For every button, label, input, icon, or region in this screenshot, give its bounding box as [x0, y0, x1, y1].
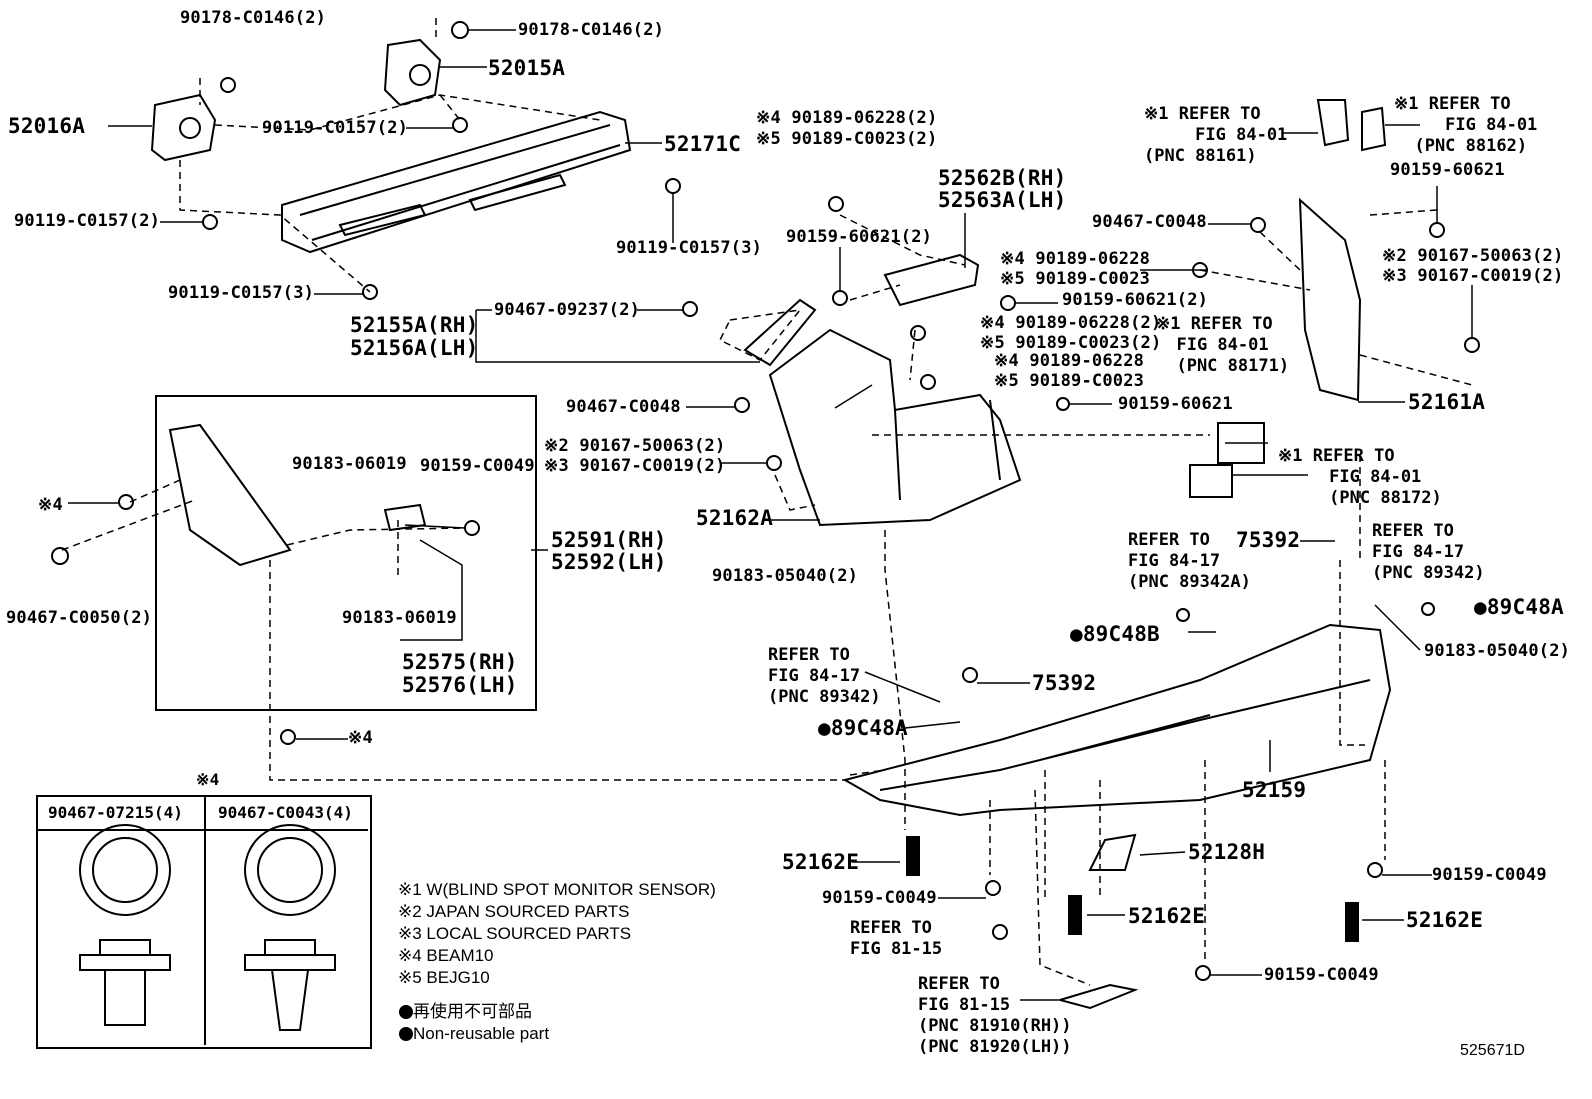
- clip-drawings: [79, 824, 336, 1031]
- part-90189-c2[interactable]: ※5 90189-C0023(2): [980, 333, 1162, 353]
- sensor-88162: [1361, 106, 1387, 152]
- legend-note-4: ※4 BEAM10: [398, 946, 494, 965]
- part-52155A[interactable]: 52155A(RH): [350, 313, 479, 337]
- part-90159-C0049-c[interactable]: 90159-C0049: [1432, 865, 1547, 885]
- part-52162A[interactable]: 52162A: [696, 506, 774, 530]
- part-52156A[interactable]: 52156A(LH): [350, 336, 479, 360]
- ref-fig-81-15-a[interactable]: REFER TO FIG 81-15: [850, 918, 943, 959]
- part-90159-60621-d[interactable]: 90159-60621: [1390, 160, 1505, 180]
- legend-note-7: ● Non-reusable part: [398, 1024, 550, 1043]
- table-col1-header: 90467-07215(4): [48, 803, 183, 822]
- fastener-table-divider: [204, 795, 206, 1045]
- part-52162E-b[interactable]: 52162E: [1128, 904, 1206, 928]
- legend-note-3: ※3 LOCAL SOURCED PARTS: [398, 924, 632, 943]
- part-90189-b2[interactable]: ※5 90189-C0023: [1000, 269, 1151, 289]
- part-90467-C0048-a[interactable]: 90467-C0048: [566, 397, 681, 417]
- part-90183-05040-a[interactable]: 90183-05040(2): [712, 566, 859, 586]
- part-89C48B[interactable]: ●89C48B: [1070, 622, 1160, 646]
- legend-note-5: ※5 BEJG10: [398, 968, 490, 987]
- table-mark: ※4: [196, 770, 220, 789]
- part-90167-b2[interactable]: ※3 90167-C0019(2): [1382, 266, 1564, 286]
- part-90119-a[interactable]: 90119-C0157(2): [262, 118, 409, 138]
- clip-52575: [383, 503, 427, 532]
- cover-52162A: [768, 328, 1022, 527]
- ref-pnc-88161[interactable]: ※1 REFER TO FIG 84-01 (PNC 88161): [1144, 104, 1288, 166]
- part-90167-a2[interactable]: ※3 90167-C0019(2): [544, 456, 726, 476]
- bumper-cover-52159: [842, 623, 1392, 817]
- part-90467-C0048-b[interactable]: 90467-C0048: [1092, 212, 1207, 232]
- ref-pnc-88171[interactable]: ※1 REFER TO FIG 84-01 (PNC 88171): [1156, 314, 1290, 376]
- part-52591[interactable]: 52591(RH): [551, 528, 667, 552]
- part-90159-C0049-d[interactable]: 90159-C0049: [1264, 965, 1379, 985]
- legend-note-1: ※1 W(BLIND SPOT MONITOR SENSOR): [398, 880, 716, 899]
- ref-fig-81-15-b[interactable]: REFER TO FIG 81-15 (PNC 81910(RH)) (PNC …: [918, 974, 1072, 1057]
- part-90119-d[interactable]: 90119-C0157(3): [168, 283, 315, 303]
- part-52563A[interactable]: 52563A(LH): [938, 188, 1067, 212]
- mark-x4-b: ※4: [348, 728, 373, 748]
- part-90183-06019-b[interactable]: 90183-06019: [342, 608, 457, 628]
- part-52576[interactable]: 52576(LH): [402, 673, 518, 697]
- legend-note-6: ● 再使用不可部品: [398, 1002, 532, 1021]
- part-90189-a2[interactable]: ※5 90189-C0023(2): [756, 129, 938, 149]
- reflector-81910: [1056, 983, 1139, 1010]
- bracket-52591: [168, 423, 292, 567]
- part-52575[interactable]: 52575(RH): [402, 650, 518, 674]
- ref-pnc-88162[interactable]: ※1 REFER TO FIG 84-01 (PNC 88162): [1394, 94, 1538, 156]
- part-52171C[interactable]: 52171C: [664, 132, 742, 156]
- part-52562B[interactable]: 52562B(RH): [938, 166, 1067, 190]
- sensor-88161: [1316, 99, 1350, 147]
- part-75392-b[interactable]: 75392: [1032, 671, 1097, 695]
- part-90167-a1[interactable]: ※2 90167-50063(2): [544, 436, 726, 456]
- sensor-88172: [1189, 464, 1233, 498]
- part-90159-C0049-a[interactable]: 90159-C0049: [420, 456, 535, 476]
- part-90178-mid[interactable]: 90178-C0146(2): [518, 20, 665, 40]
- part-90183-05040-b[interactable]: 90183-05040(2): [1424, 641, 1571, 661]
- part-52128H[interactable]: 52128H: [1188, 840, 1266, 864]
- part-52159[interactable]: 52159: [1242, 778, 1307, 802]
- inset-box-52591: [155, 395, 537, 711]
- part-90467-C0050[interactable]: 90467-C0050(2): [6, 608, 153, 628]
- part-52592[interactable]: 52592(LH): [551, 550, 667, 574]
- part-75392-a[interactable]: 75392: [1236, 528, 1301, 552]
- part-90159-C0049-b[interactable]: 90159-C0049: [822, 888, 937, 908]
- bumper-reinforcement: [281, 110, 632, 254]
- part-90119-b[interactable]: 90119-C0157(2): [14, 211, 161, 231]
- part-90178-top[interactable]: 90178-C0146(2): [180, 8, 327, 28]
- part-90467-09237[interactable]: 90467-09237(2): [494, 300, 641, 320]
- extension-52161A: [1298, 197, 1362, 402]
- ref-pnc-88172[interactable]: ※1 REFER TO FIG 84-01 (PNC 88172): [1278, 446, 1442, 508]
- mark-x4-a: ※4: [38, 495, 63, 515]
- part-90189-a1[interactable]: ※4 90189-06228(2): [756, 108, 938, 128]
- part-52016A[interactable]: 52016A: [8, 114, 86, 138]
- part-90119-c[interactable]: 90119-C0157(3): [616, 238, 763, 258]
- bracket-52016A: [150, 93, 217, 162]
- part-90159-60621-a[interactable]: 90159-60621(2): [786, 227, 933, 247]
- ref-pnc-89342A[interactable]: REFER TO FIG 84-17 (PNC 89342A): [1128, 530, 1251, 592]
- part-52162E-c[interactable]: 52162E: [1406, 908, 1484, 932]
- fastener-table-header-rule: [36, 829, 368, 831]
- part-89C48A-b[interactable]: ●89C48A: [1474, 595, 1564, 619]
- bracket-52562B: [883, 253, 980, 307]
- retainer-52155A: [743, 298, 817, 367]
- ref-pnc-89342-a[interactable]: REFER TO FIG 84-17 (PNC 89342): [1372, 521, 1485, 583]
- legend-note-2: ※2 JAPAN SOURCED PARTS: [398, 902, 630, 921]
- part-89C48A-a[interactable]: ●89C48A: [818, 716, 908, 740]
- part-90159-60621-b[interactable]: 90159-60621(2): [1062, 290, 1209, 310]
- ref-pnc-89342-b[interactable]: REFER TO FIG 84-17 (PNC 89342): [768, 645, 881, 707]
- cover-52128H: [1088, 833, 1137, 871]
- part-52015A[interactable]: 52015A: [488, 56, 566, 80]
- table-col2-header: 90467-C0043(4): [218, 803, 353, 822]
- part-90189-b1[interactable]: ※4 90189-06228: [1000, 249, 1151, 269]
- part-90167-b1[interactable]: ※2 90167-50063(2): [1382, 246, 1564, 266]
- part-52161A[interactable]: 52161A: [1408, 390, 1486, 414]
- part-90159-60621-c[interactable]: 90159-60621: [1118, 394, 1233, 414]
- part-90189-c1[interactable]: ※4 90189-06228(2): [980, 313, 1162, 333]
- part-52162E-a[interactable]: 52162E: [782, 850, 860, 874]
- part-90189-d2[interactable]: ※5 90189-C0023: [994, 371, 1145, 391]
- diagram-id: 525671D: [1460, 1042, 1525, 1059]
- bracket-52015A: [383, 38, 442, 107]
- part-90189-d1[interactable]: ※4 90189-06228: [994, 351, 1145, 371]
- part-90183-06019-a[interactable]: 90183-06019: [292, 454, 407, 474]
